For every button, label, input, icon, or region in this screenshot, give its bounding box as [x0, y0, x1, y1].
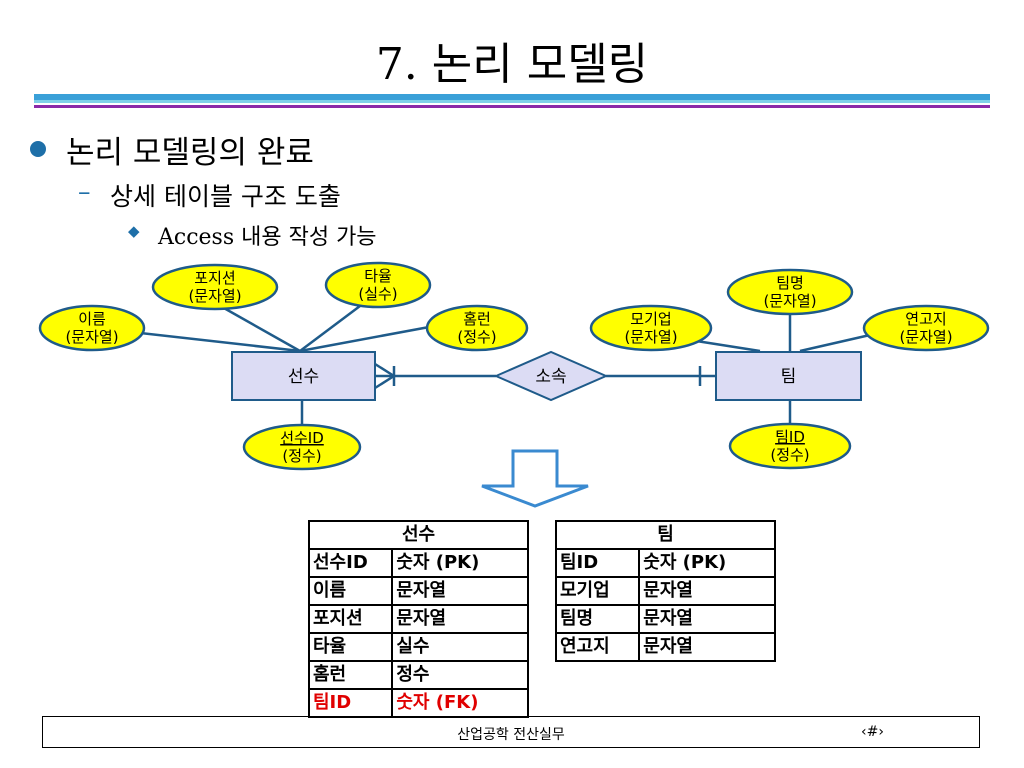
player-table-title: 선수	[308, 520, 529, 550]
svg-text:이름: 이름	[78, 310, 106, 328]
bullet-diamond-icon: ◆	[128, 222, 140, 240]
attr-player-id: 선수ID (정수)	[242, 423, 362, 471]
svg-text:포지션: 포지션	[194, 269, 235, 287]
attr-player-batting-avg: 타율 (실수)	[324, 261, 432, 309]
svg-text:팀ID: 팀ID	[775, 428, 805, 446]
attr-player-position: 포지션 (문자열)	[151, 263, 279, 311]
svg-text:(문자열): (문자열)	[624, 328, 677, 346]
table-header: 선수	[308, 520, 529, 550]
slide-footer: 산업공학 전산실무 ‹#›	[42, 716, 980, 748]
bullet-level1: 논리 모델링의 완료	[66, 135, 314, 171]
svg-text:팀명: 팀명	[776, 274, 804, 292]
bullet-level2: 상세 테이블 구조 도출	[110, 182, 341, 211]
entity-team-label: 팀	[781, 367, 797, 387]
bullet-level3: Access 내용 작성 가능	[158, 225, 377, 250]
title-rule-purple	[34, 105, 990, 108]
attr-team-name: 팀명 (문자열)	[726, 268, 854, 316]
attr-team-hometown: 연고지 (문자열)	[862, 304, 990, 352]
slide-title: 7. 논리 모델링	[375, 39, 649, 90]
page-number: ‹#›	[861, 724, 884, 740]
table-header: 팀	[555, 520, 776, 550]
down-arrow-icon	[481, 449, 589, 508]
svg-text:(문자열): (문자열)	[763, 292, 816, 310]
bullet-dot-icon	[30, 141, 46, 157]
title-rule-blue	[34, 94, 990, 100]
svg-text:(정수): (정수)	[282, 447, 321, 465]
relationship-diamond	[493, 350, 609, 402]
svg-text:홈런: 홈런	[463, 310, 491, 328]
relationship-label: 소속	[535, 367, 566, 387]
svg-text:모기업: 모기업	[630, 310, 671, 328]
footer-text: 산업공학 전산실무	[457, 727, 565, 743]
title-rule-cyan	[34, 100, 990, 103]
team-table-title: 팀	[555, 520, 776, 550]
svg-text:(정수): (정수)	[457, 328, 496, 346]
svg-text:타율: 타율	[364, 267, 392, 285]
svg-text:(실수): (실수)	[358, 285, 397, 303]
svg-text:(문자열): (문자열)	[188, 287, 241, 305]
svg-text:선수ID: 선수ID	[280, 429, 324, 447]
entity-team	[715, 351, 862, 401]
attr-player-homerun: 홈런 (정수)	[425, 304, 529, 352]
bullet-dash-icon: –	[78, 177, 91, 206]
svg-text:(문자열): (문자열)	[899, 328, 952, 346]
svg-text:연고지: 연고지	[905, 310, 946, 328]
attr-team-id: 팀ID (정수)	[728, 422, 852, 470]
attr-team-parent-company: 모기업 (문자열)	[589, 304, 713, 352]
entity-player	[231, 351, 376, 401]
entity-player-label: 선수	[288, 367, 319, 387]
svg-text:(정수): (정수)	[770, 446, 809, 464]
svg-text:(문자열): (문자열)	[65, 328, 118, 346]
attr-player-name: 이름 (문자열)	[38, 304, 146, 352]
